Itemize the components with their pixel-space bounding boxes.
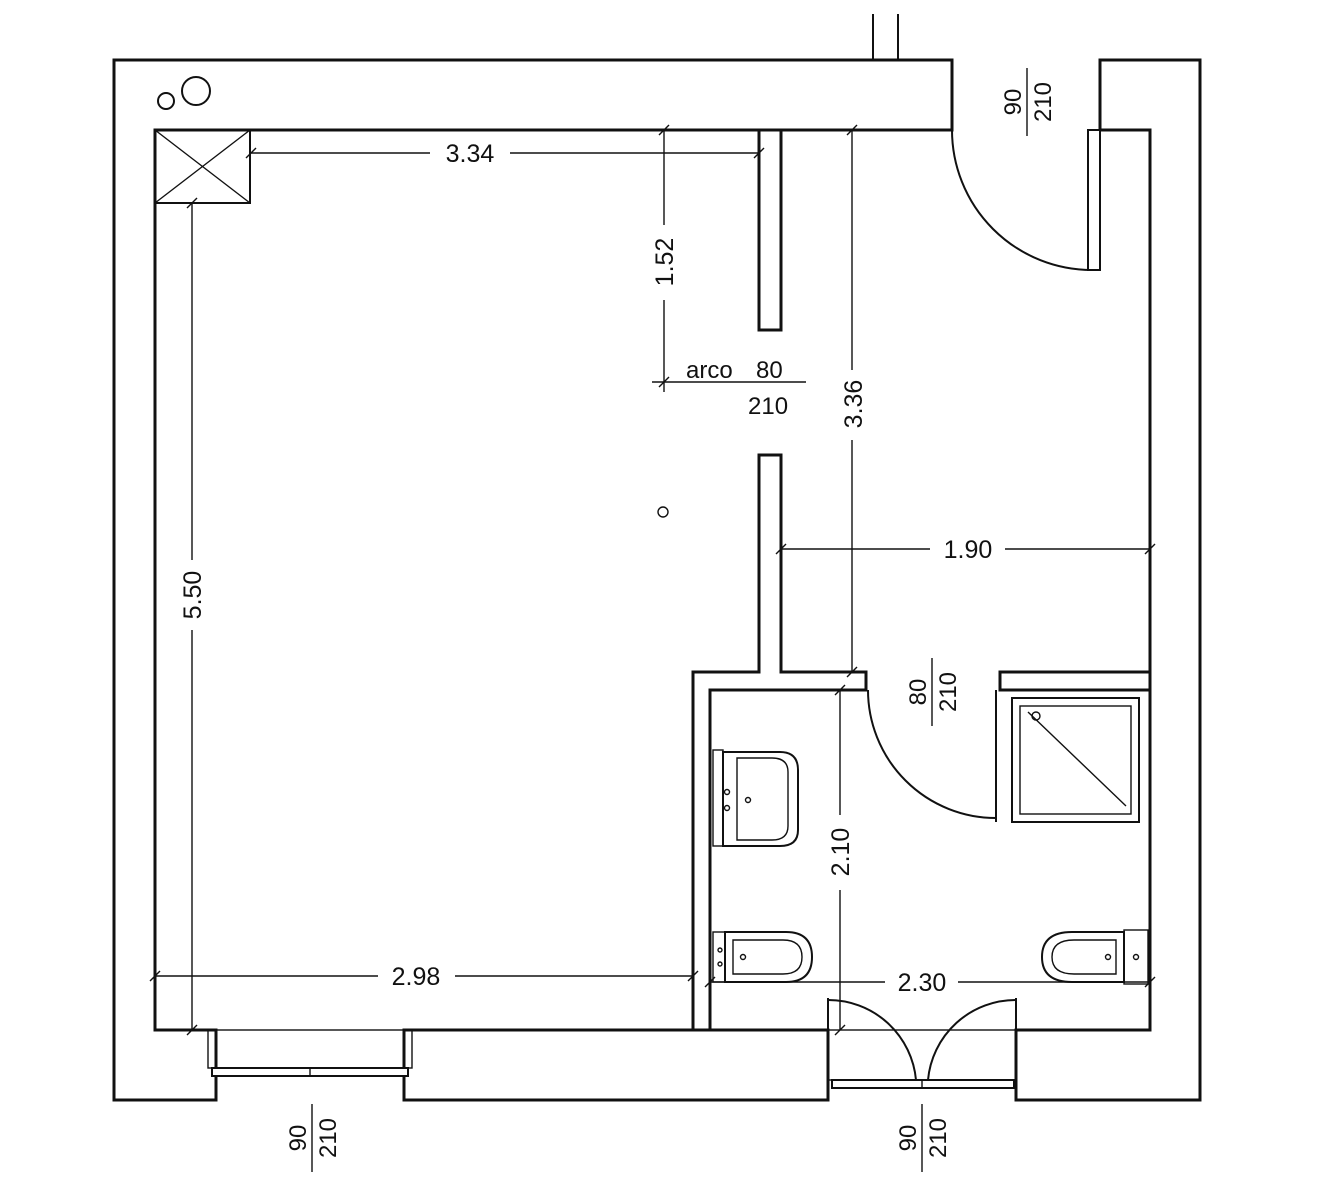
shower-wall xyxy=(998,670,1152,692)
wall-left xyxy=(112,58,954,1102)
partition-lower xyxy=(691,453,868,1032)
bidet-icon xyxy=(712,931,814,983)
svg-text:80: 80 xyxy=(905,679,932,706)
window-left-label: 90 210 xyxy=(285,1104,342,1172)
balcony-double-door xyxy=(827,998,1017,1081)
dimension-lines xyxy=(149,124,1156,1036)
dim-room-depth: 5.50 xyxy=(179,571,207,620)
dim-hall-depth: 3.36 xyxy=(840,380,868,429)
shaft-icon xyxy=(154,129,251,204)
svg-text:210: 210 xyxy=(315,1118,342,1158)
svg-text:90: 90 xyxy=(285,1125,312,1152)
toilet-icon xyxy=(1040,929,1149,985)
svg-text:90: 90 xyxy=(895,1125,922,1152)
dim-hall-width: 1.90 xyxy=(944,536,993,564)
dim-room-width: 2.98 xyxy=(392,963,441,991)
arch-height: 210 xyxy=(748,393,788,420)
svg-text:210: 210 xyxy=(1030,82,1057,122)
arch-width: 80 xyxy=(756,357,783,384)
sink-icon xyxy=(712,749,799,847)
shower-icon xyxy=(1011,697,1140,823)
walls xyxy=(112,14,1202,1102)
svg-text:90: 90 xyxy=(1000,89,1027,116)
svg-text:210: 210 xyxy=(925,1118,952,1158)
entry-door-label: 90 210 xyxy=(1000,68,1057,136)
bath-door-label: 80 210 xyxy=(905,658,962,726)
chimney-pipes xyxy=(872,14,899,60)
window-right-label: 90 210 xyxy=(895,1104,952,1172)
svg-text:210: 210 xyxy=(935,672,962,712)
dim-partition-length: 1.52 xyxy=(651,238,679,287)
wall-bottom-middle xyxy=(402,1028,830,1102)
bath-door xyxy=(867,689,997,822)
boiler-icon xyxy=(157,76,211,110)
window-left xyxy=(207,1029,413,1077)
arch-label: arco xyxy=(686,357,733,384)
ceiling-point-icon xyxy=(657,506,669,518)
window-right xyxy=(827,1029,1017,1089)
dim-bath-width: 2.30 xyxy=(898,969,947,997)
partition-upper xyxy=(757,128,783,332)
entry-door xyxy=(951,129,1101,271)
dim-top-width: 3.34 xyxy=(446,140,495,168)
dim-bath-depth: 2.10 xyxy=(827,828,855,877)
